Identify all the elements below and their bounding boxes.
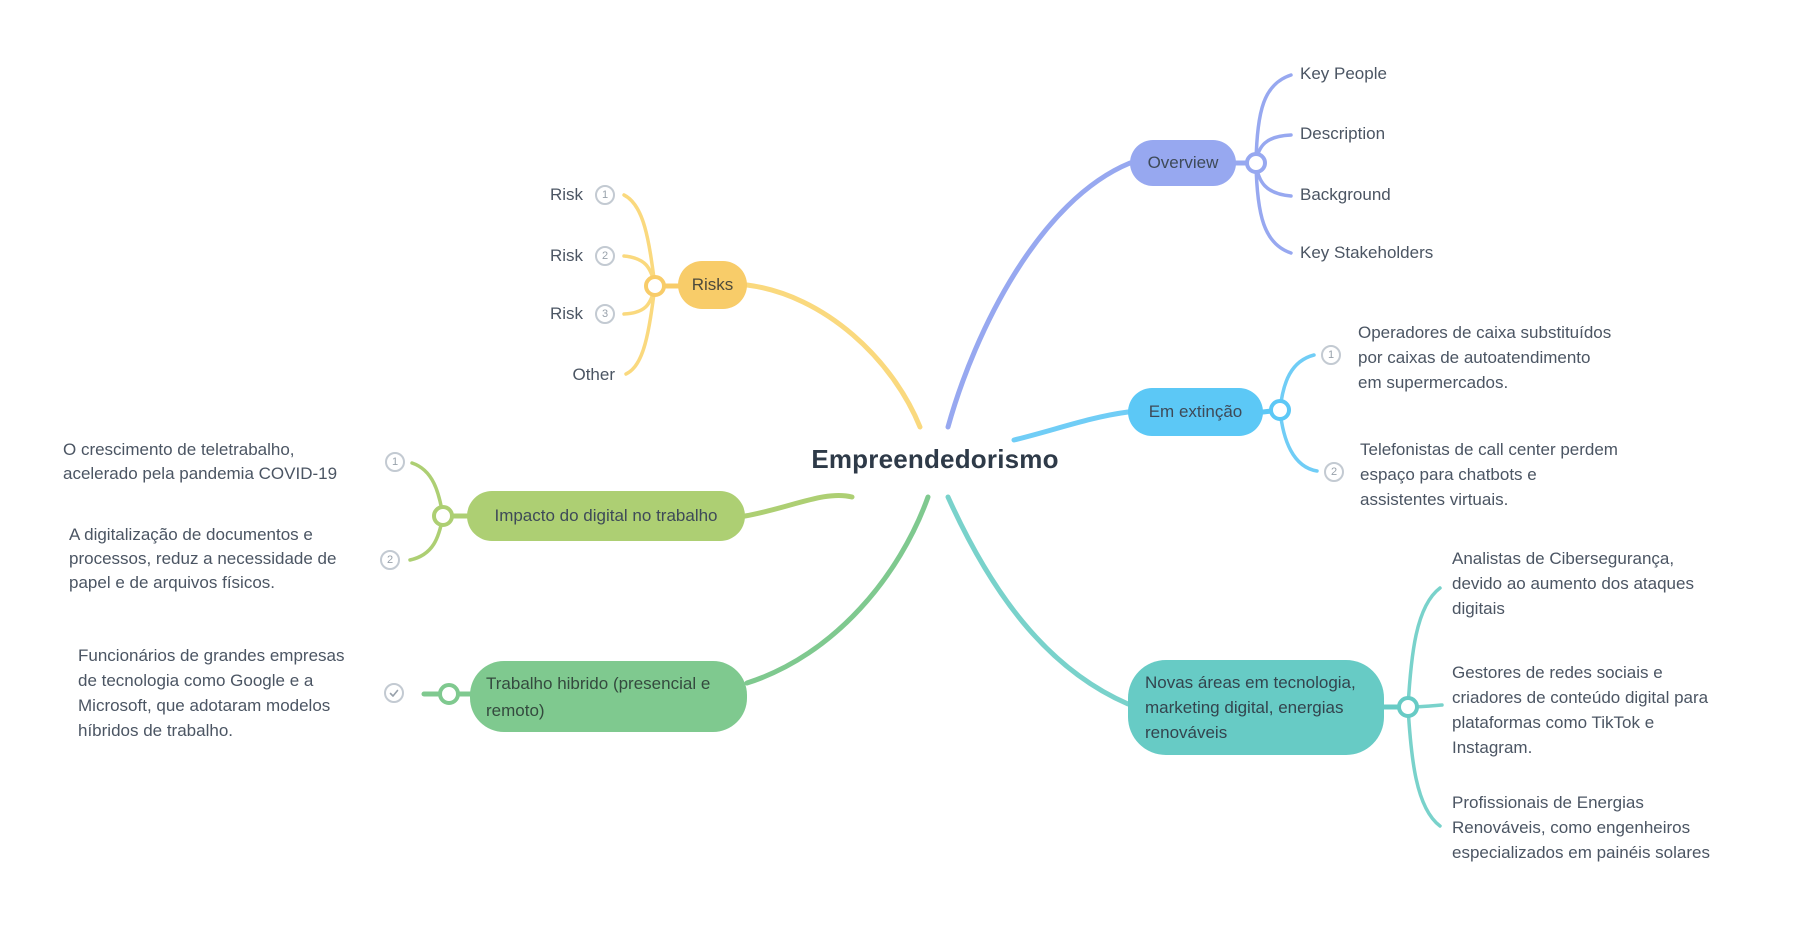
topic-novas-2[interactable]: Gestores de redes sociais e criadores de… (1452, 663, 1709, 757)
number-badge-1-icon: 1 (595, 185, 615, 205)
risk-label: Risk (549, 185, 583, 204)
risk-label: Risk (549, 304, 583, 323)
topic-extincao-1[interactable]: Operadores de caixa substituídos por cai… (1358, 323, 1612, 392)
edge-risks (744, 282, 923, 430)
topic-novas-1[interactable]: Analistas de Cibersegurança, devido ao a… (1452, 549, 1694, 618)
junction-impacto[interactable] (432, 505, 454, 527)
topic-impacto-1[interactable]: O crescimento de teletrabalho, acelerado… (63, 440, 338, 483)
connector-risk-1 (622, 193, 657, 288)
topic-impacto-2[interactable]: A digitalização de documentos e processo… (69, 525, 337, 592)
topic-key-stakeholders[interactable]: Key Stakeholders (1300, 243, 1434, 262)
edge-extincao (1011, 409, 1131, 443)
topic-risk-3[interactable]: Risk 3 (440, 299, 615, 329)
central-topic[interactable]: Empreendedorismo (811, 444, 1059, 474)
number-badge-2-icon: 2 (595, 246, 615, 266)
connector-overview-key-stakeholders (1254, 161, 1293, 255)
number-badge-1-icon: 1 (385, 452, 405, 472)
topic-novas-3[interactable]: Profissionais de Energias Renováveis, co… (1452, 793, 1710, 862)
check-icon (389, 689, 399, 697)
risk-label: Risk (549, 246, 583, 265)
other-label: Other (572, 365, 615, 384)
topic-key-people[interactable]: Key People (1300, 64, 1387, 83)
junction-overview[interactable] (1245, 152, 1267, 174)
branch-pill-impacto[interactable]: Impacto do digital no trabalho (467, 491, 745, 541)
check-badge (384, 683, 404, 703)
topic-risk-2[interactable]: Risk 2 (440, 241, 615, 271)
topic-risk-1[interactable]: Risk 1 (440, 180, 615, 210)
junction-risks[interactable] (644, 275, 666, 297)
branch-pill-trabalho[interactable]: Trabalho hibrido (presencial e remoto) (470, 661, 747, 732)
topic-description[interactable]: Description (1300, 124, 1386, 143)
branch-pill-novas[interactable]: Novas áreas em tecnologia, marketing dig… (1128, 660, 1384, 755)
number-badge-1-icon: 1 (1321, 345, 1341, 365)
connector-risk-other (624, 284, 657, 376)
topic-background[interactable]: Background (1300, 185, 1391, 204)
topic-extincao-2[interactable]: Telefonistas de call center perdem espaç… (1360, 440, 1618, 509)
topic-trabalho-1[interactable]: Funcionários de grandes empresas de tecn… (78, 646, 345, 740)
edge-trabalho (744, 494, 931, 686)
number-badge-2-icon: 2 (1324, 462, 1344, 482)
topic-risk-other[interactable]: Other (440, 360, 615, 390)
number-badge-3-icon: 3 (595, 304, 615, 324)
connector-novas-1 (1406, 586, 1442, 709)
branch-pill-overview[interactable]: Overview (1130, 140, 1236, 186)
edge-overview (945, 160, 1133, 430)
edge-novas (945, 494, 1131, 707)
junction-trabalho[interactable] (438, 683, 460, 705)
branch-pill-extincao[interactable]: Em extinção (1128, 388, 1263, 436)
number-badge-2-icon: 2 (380, 550, 400, 570)
junction-novas[interactable] (1397, 696, 1419, 718)
junction-extincao[interactable] (1269, 399, 1291, 421)
edge-impacto (742, 492, 855, 519)
connector-overview-key-people (1254, 73, 1293, 165)
connector-novas-3 (1406, 705, 1442, 828)
branch-pill-risks[interactable]: Risks (678, 261, 747, 309)
